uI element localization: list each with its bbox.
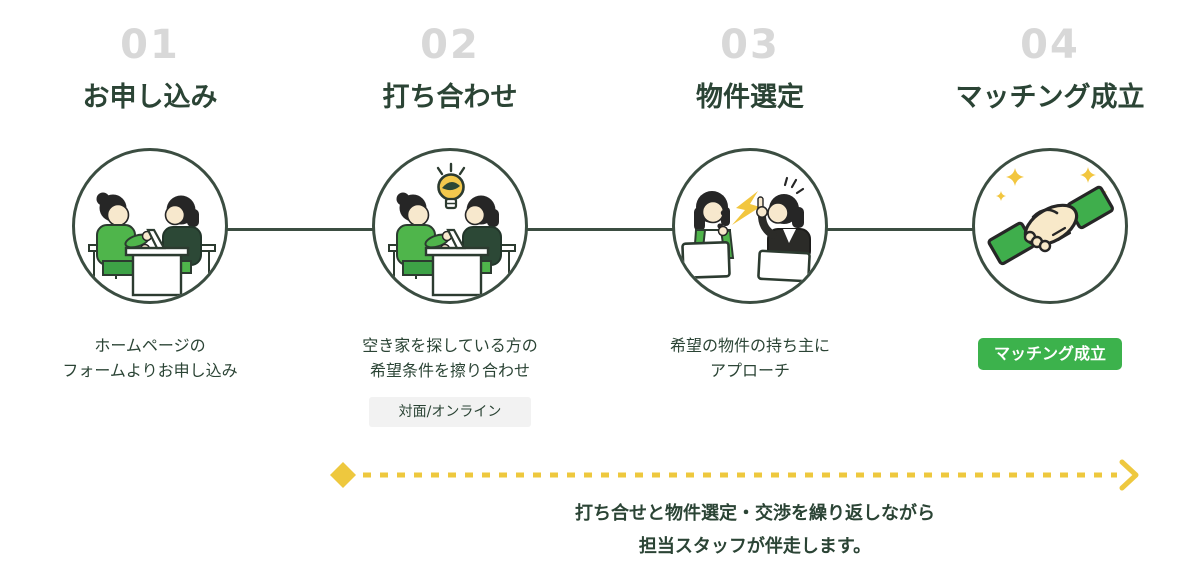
steps-connector-line	[150, 228, 1050, 231]
repeat-note: 打ち合せと物件選定・交渉を繰り返しながら 担当スタッフが伴走します。	[350, 497, 1160, 564]
repeat-note-line1: 打ち合せと物件選定・交渉を繰り返しながら	[575, 503, 935, 524]
step-description: 希望の物件の持ち主に アプローチ	[669, 336, 830, 381]
step-number: 02	[420, 22, 480, 68]
arrow-head-icon	[1119, 459, 1139, 491]
step-meeting: 02 打ち合わせ	[300, 0, 600, 427]
step-illustration-circle	[972, 148, 1128, 305]
diamond-marker-icon	[330, 462, 356, 488]
step-title: 打ち合わせ	[382, 82, 518, 113]
idea-lightbulb-icon	[436, 163, 466, 210]
step-illustration-circle	[372, 148, 528, 305]
meeting-format-badge: 対面/オンライン	[368, 396, 532, 427]
repeat-arrow	[330, 459, 1139, 491]
step-number: 01	[120, 22, 180, 68]
step-title: お申し込み	[82, 82, 218, 113]
lightning-icon	[732, 191, 760, 226]
step-title: 物件選定	[696, 82, 804, 113]
step-description: 空き家を探している方の 希望条件を擦り合わせ	[362, 336, 538, 381]
staff-contacting-owner-illustration	[681, 177, 811, 283]
repeat-note-line2: 担当スタッフが伴走します。	[638, 536, 872, 558]
step-application: 01 お申し込み ホームページの フォームよりお申し込み	[0, 0, 300, 427]
emphasis-marks-icon	[783, 177, 805, 195]
steps-row: 01 お申し込み ホームページの フォームよりお申し込み 02 打ち合わせ	[0, 0, 1200, 427]
two-people-meeting-illustration	[87, 191, 217, 297]
step-number: 03	[720, 22, 780, 68]
handshake-icon	[987, 167, 1114, 266]
two-people-meeting-idea-illustration	[387, 163, 517, 297]
step-description: ホームページの フォームよりお申し込み	[62, 336, 238, 381]
step-property-selection: 03 物件選定	[600, 0, 900, 427]
step-illustration-circle	[72, 148, 228, 305]
step-matching-success: 04 マッチング成立	[900, 0, 1200, 427]
step-title: マッチング成立	[955, 82, 1145, 113]
step-illustration-circle	[672, 148, 828, 305]
step-number: 04	[1020, 22, 1080, 68]
matching-success-badge: マッチング成立	[977, 338, 1122, 371]
